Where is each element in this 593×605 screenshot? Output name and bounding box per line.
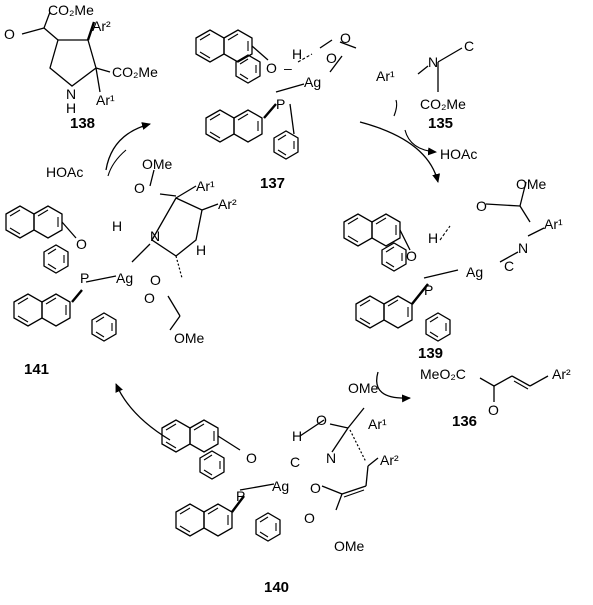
c138-ar1: Ar¹ (96, 92, 115, 108)
compound-136-label: 136 (452, 413, 478, 430)
c135-c: C (464, 38, 475, 54)
c141-o: O (134, 180, 145, 196)
c137-p: P (276, 96, 286, 112)
compound-140-structure (161, 407, 379, 542)
c141-n: N (150, 228, 161, 244)
c141-ag: Ag (116, 270, 134, 286)
c137-h: H (292, 46, 303, 62)
compound-138-label: 138 (70, 115, 96, 132)
c139-p: P (424, 282, 434, 298)
c135-n: N (428, 54, 439, 70)
c137-o3: O (340, 30, 351, 46)
c138-ar2: Ar² (92, 18, 111, 34)
c140-ar1: Ar¹ (368, 416, 387, 432)
c140-o4: O (304, 510, 315, 526)
c139-o2: O (406, 248, 417, 264)
c140-n: N (326, 450, 337, 466)
c141-o4: O (144, 290, 155, 306)
c139-n: N (518, 240, 529, 256)
c135-ester: CO₂Me (420, 96, 466, 112)
c141-h: H (112, 218, 123, 234)
c141-ar2: Ar² (218, 196, 237, 212)
c140-ome2: OMe (334, 538, 365, 554)
c137-o2: O (326, 50, 337, 66)
c139-o: O (476, 198, 487, 214)
c138-co2me-top: CO₂Me (48, 2, 94, 18)
c139-ar1: Ar¹ (544, 216, 563, 232)
c141-ar1: Ar¹ (196, 178, 215, 194)
arrow-139-to-140 (376, 371, 411, 403)
c140-ar2: Ar² (380, 452, 399, 468)
c139-ag: Ag (466, 264, 484, 280)
compound-138-structure (21, 11, 111, 93)
compound-137-label: 137 (260, 175, 286, 192)
cycle-arrows (105, 99, 441, 441)
c141-p: P (80, 270, 90, 286)
c135-ar1: Ar¹ (376, 68, 395, 84)
compound-140-label: 140 (264, 579, 290, 596)
c138-h: H (66, 100, 77, 116)
hoac-added: HOAc (46, 164, 84, 180)
c137-o: O (266, 60, 277, 76)
c136-ar2: Ar² (552, 366, 571, 382)
c138-o: O (4, 26, 15, 42)
c136-o: O (488, 402, 499, 418)
c140-o3: O (310, 480, 321, 496)
compound-141-label: 141 (24, 361, 50, 378)
arrow-hoac-entry (107, 149, 127, 177)
c138-ester: CO₂Me (112, 64, 158, 80)
c138-n: N (66, 86, 77, 102)
c139-h: H (428, 230, 439, 246)
c140-o2: O (246, 450, 257, 466)
c140-ome: OMe (348, 380, 379, 396)
hoac-released: HOAc (440, 146, 478, 162)
arrow-141-to-138 (105, 122, 151, 171)
c140-p: P (236, 488, 246, 504)
c139-ome: OMe (516, 176, 547, 192)
arrow-140-to-141 (115, 383, 171, 441)
compound-139-label: 139 (418, 345, 444, 362)
c140-ag: Ag (272, 478, 290, 494)
c140-h: H (292, 428, 303, 444)
arrow-137-to-139 (359, 121, 441, 183)
compound-136-structure (479, 375, 549, 402)
c141-h2: H (196, 242, 207, 258)
c141-o2: O (76, 236, 87, 252)
c140-o: O (316, 412, 327, 428)
arrow-135-entry (393, 99, 398, 117)
compound-135-label: 135 (428, 115, 454, 132)
c137-ag: Ag (304, 74, 322, 90)
c141-ome2: OMe (174, 330, 205, 346)
c141-ome: OMe (142, 156, 173, 172)
c137-dash: – (284, 60, 292, 76)
c139-c: C (504, 258, 515, 274)
c136-ester: MeO₂C (420, 366, 466, 382)
compound-135-structure (417, 47, 463, 92)
compound-141-structure (5, 169, 219, 342)
compound-139-structure (343, 181, 545, 342)
c140-c: C (290, 454, 301, 470)
c141-o3: O (150, 272, 161, 288)
compound-137-structure (195, 29, 357, 160)
arrow-hoac-release (404, 129, 437, 156)
